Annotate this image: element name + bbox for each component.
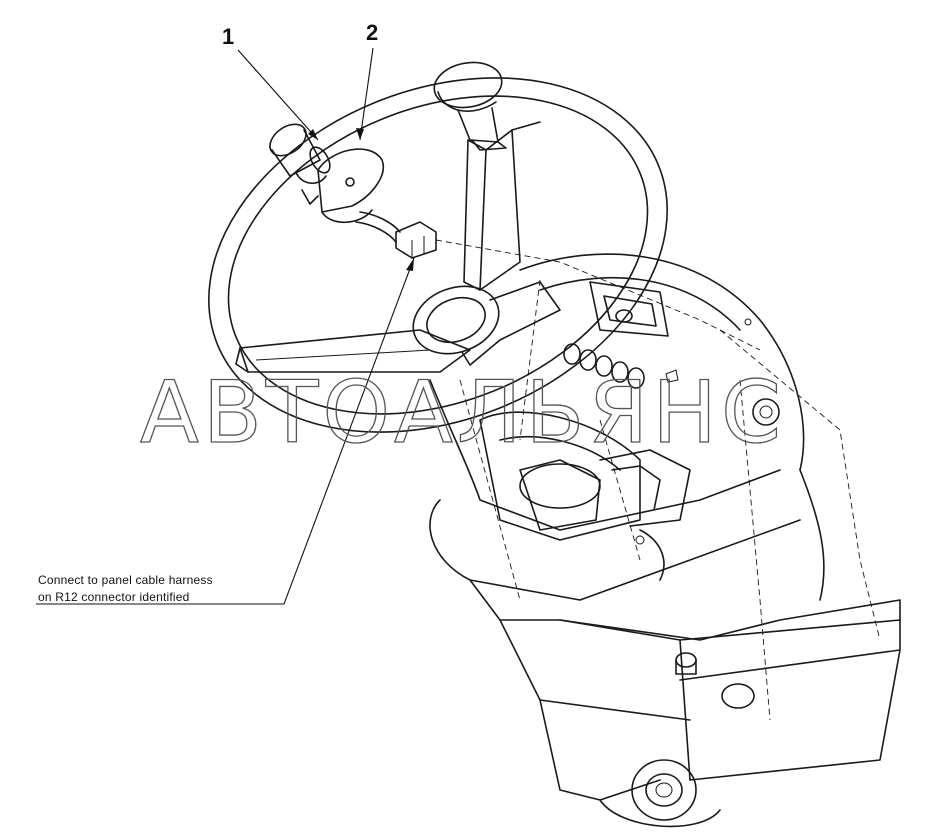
- lower-column-housing: [469, 579, 901, 828]
- callout-number-1: 1: [222, 24, 234, 49]
- housing-bolt: [675, 652, 697, 668]
- switch-row: [563, 343, 645, 389]
- callout-1: 1: [222, 24, 319, 141]
- steering-wheel-rim: [208, 77, 668, 433]
- column-shroud: [429, 411, 825, 601]
- ignition-lock: [752, 398, 780, 426]
- connector-note: Connect to panel cable harness on R12 co…: [36, 257, 415, 605]
- watermark-text: АВТОАЛЬЯНС: [140, 363, 785, 463]
- spinner-knob: [433, 61, 507, 151]
- pivot-joint: [631, 759, 697, 821]
- steering-hub: [412, 281, 561, 366]
- wheel-spokes: [235, 121, 541, 373]
- callout-number-2: 2: [366, 20, 378, 45]
- switch-assembly: [269, 123, 437, 259]
- dash-panel: [429, 253, 805, 531]
- callout-2: 2: [356, 20, 378, 141]
- note-line-1: Connect to panel cable harness: [38, 573, 213, 587]
- housing-cap: [721, 683, 755, 709]
- hidden-lines: [435, 239, 881, 721]
- note-line-2: on R12 connector identified: [38, 590, 190, 604]
